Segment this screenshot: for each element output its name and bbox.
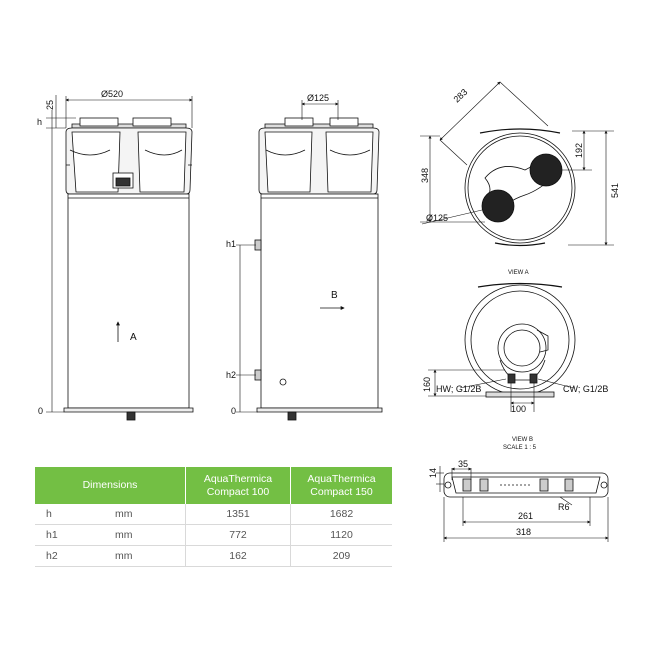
top-duct-label: Ø125 [426, 213, 448, 223]
table-row: h2 mm 162 209 [35, 545, 392, 567]
top-view-dimensions [420, 81, 614, 246]
side-dim-h1: h1 [226, 239, 236, 249]
row-name: h [35, 504, 104, 525]
top-dim-283: 283 [452, 87, 470, 105]
view-b-scale: SCALE 1 : 5 [503, 445, 537, 451]
view-b-dim-261: 261 [518, 511, 533, 521]
side-dim-0: 0 [231, 406, 236, 416]
view-b-dim-14: 14 [428, 468, 438, 478]
front-view [63, 117, 194, 421]
dimensions-table: Dimensions AquaThermica Compact 100 Aqua… [35, 467, 392, 567]
side-diameter-label: Ø125 [307, 93, 329, 103]
front-dim-h: h [37, 117, 42, 127]
row-name: h2 [35, 545, 104, 567]
row-unit: mm [104, 504, 186, 525]
table-row: h mm 1351 1682 [35, 504, 392, 525]
header-compact-100: AquaThermica Compact 100 [185, 467, 291, 504]
front-dim-0: 0 [38, 406, 43, 416]
top-dim-348: 348 [420, 168, 430, 183]
header-dimensions: Dimensions [35, 467, 186, 504]
row-unit: mm [104, 524, 186, 546]
view-b-dim-35: 35 [458, 459, 468, 469]
front-view-dimensions [46, 95, 193, 413]
front-dim-25: 25 [45, 100, 55, 110]
view-b-dim-r6: R6 [558, 502, 570, 512]
row-value-150: 209 [290, 545, 392, 567]
side-dim-h2: h2 [226, 370, 236, 380]
view-a-title: VIEW A [508, 270, 529, 276]
side-view-dimensions [236, 100, 339, 413]
view-a-hw-label: HW; G1/2B [436, 384, 481, 394]
side-view-arrow-label: B [331, 290, 338, 301]
row-value-150: 1682 [290, 504, 392, 525]
view-b-dim-318: 318 [516, 527, 531, 537]
row-value-150: 1120 [290, 524, 392, 546]
view-a-dim-160: 160 [422, 377, 432, 392]
side-view [254, 117, 383, 421]
front-diameter-label: Ø520 [101, 89, 123, 99]
header-compact-150: AquaThermica Compact 150 [290, 467, 392, 504]
row-value-100: 772 [185, 524, 291, 546]
front-view-arrow-label: A [130, 332, 137, 343]
header-compact-150-line2: Compact 150 [310, 485, 373, 498]
row-unit: mm [104, 545, 186, 567]
row-value-100: 1351 [185, 504, 291, 525]
top-dim-192: 192 [574, 143, 584, 158]
row-name: h1 [35, 524, 104, 546]
header-compact-100-line1: AquaThermica [203, 472, 273, 485]
table-row: h1 mm 772 1120 [35, 524, 392, 546]
view-b-dimensions [436, 466, 609, 542]
view-a-dimensions [428, 369, 575, 412]
table-header-row: Dimensions AquaThermica Compact 100 Aqua… [35, 467, 392, 504]
view-a-drawing [464, 282, 576, 398]
view-a-dim-100: 100 [511, 404, 526, 414]
header-compact-150-line1: AquaThermica [307, 472, 376, 485]
view-b-title: VIEW B [512, 437, 533, 443]
top-view [464, 128, 576, 247]
row-value-100: 162 [185, 545, 291, 567]
view-b-drawing [443, 472, 609, 498]
header-compact-100-line2: Compact 100 [206, 485, 270, 498]
top-dim-541: 541 [610, 183, 620, 198]
view-a-cw-label: CW; G1/2B [563, 384, 608, 394]
